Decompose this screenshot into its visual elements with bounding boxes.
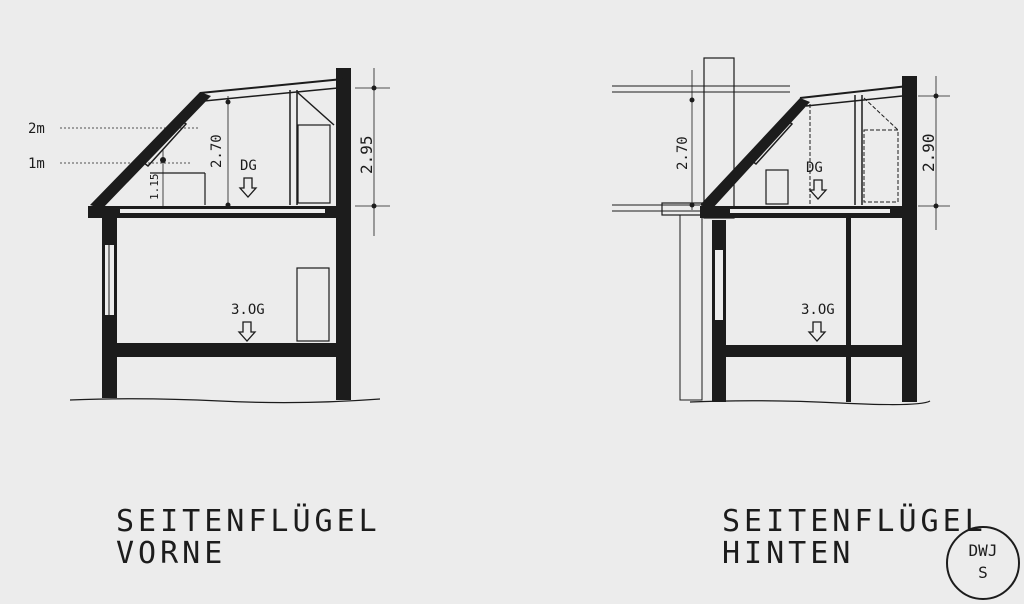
dim-tick (225, 202, 231, 208)
skylight (138, 116, 188, 168)
section-vorne: 2m 1m 2.70 1.15 2.95 DG 3.OG (28, 68, 390, 404)
slab-void (120, 209, 325, 213)
slab-void (730, 209, 890, 213)
window-opening (715, 250, 723, 320)
dim-tick (371, 203, 377, 209)
cabinet (765, 169, 789, 205)
height-label-2m: 2m (28, 121, 45, 137)
dim-label-sill: 1.15 (148, 174, 161, 201)
eaves-gutter (661, 202, 703, 216)
section-hinten: 2.70 2.90 DG 3.OG (612, 57, 950, 406)
floor-label-3og: 3.OG (801, 302, 835, 318)
ceiling-line (203, 87, 339, 102)
ground-line (689, 400, 931, 406)
dim-tick (371, 85, 377, 91)
dim-tick (689, 97, 695, 103)
brace (863, 97, 899, 131)
outer-wall-right (902, 76, 917, 402)
dim-label-attic: 2.70 (675, 136, 691, 170)
door-3og (296, 267, 330, 342)
down-arrow-icon (238, 177, 258, 198)
down-arrow-icon (807, 321, 827, 342)
floor-label-dg: DG (806, 160, 823, 176)
inner-wall (846, 218, 851, 402)
skylight (746, 116, 794, 166)
floor-label-dg: DG (240, 158, 257, 174)
ground-line (69, 398, 381, 404)
down-arrow-icon (808, 179, 828, 200)
floor-slab-3og (724, 345, 904, 357)
floor-slab-3og (116, 343, 336, 357)
title-vorne: SEITENFLÜGEL VORNE (116, 506, 381, 570)
roof-slope (90, 92, 211, 209)
dim-label-total: 2.90 (919, 133, 938, 172)
title-vorne-line1: SEITENFLÜGEL (116, 504, 381, 539)
roof-flat (199, 78, 344, 94)
ceiling-line (805, 95, 903, 107)
cupboard (863, 129, 899, 203)
height-label-1m: 1m (28, 156, 45, 172)
stamp-line2: S (978, 563, 988, 582)
title-vorne-line2: VORNE (116, 536, 227, 571)
title-hinten-line2: HINTEN (722, 536, 855, 571)
neighbour-wall (679, 214, 703, 401)
dim-tick (225, 99, 231, 105)
author-stamp: DWJ S (946, 526, 1020, 600)
down-arrow-icon (237, 321, 257, 342)
stamp-line1: DWJ (968, 541, 998, 560)
title-hinten: SEITENFLÜGEL HINTEN (722, 506, 987, 570)
dim-tick (689, 202, 695, 208)
dim-label-total: 2.95 (357, 135, 376, 174)
title-hinten-line1: SEITENFLÜGEL (722, 504, 987, 539)
dim-label-attic: 2.70 (209, 134, 225, 168)
floor-label-3og: 3.OG (231, 302, 265, 318)
dim-tick (933, 93, 939, 99)
cupboard (297, 124, 331, 204)
roof-flat (799, 85, 909, 99)
brace (296, 91, 335, 126)
dim-tick (933, 203, 939, 209)
roof-slope (700, 98, 810, 209)
outer-wall-right (336, 68, 351, 400)
